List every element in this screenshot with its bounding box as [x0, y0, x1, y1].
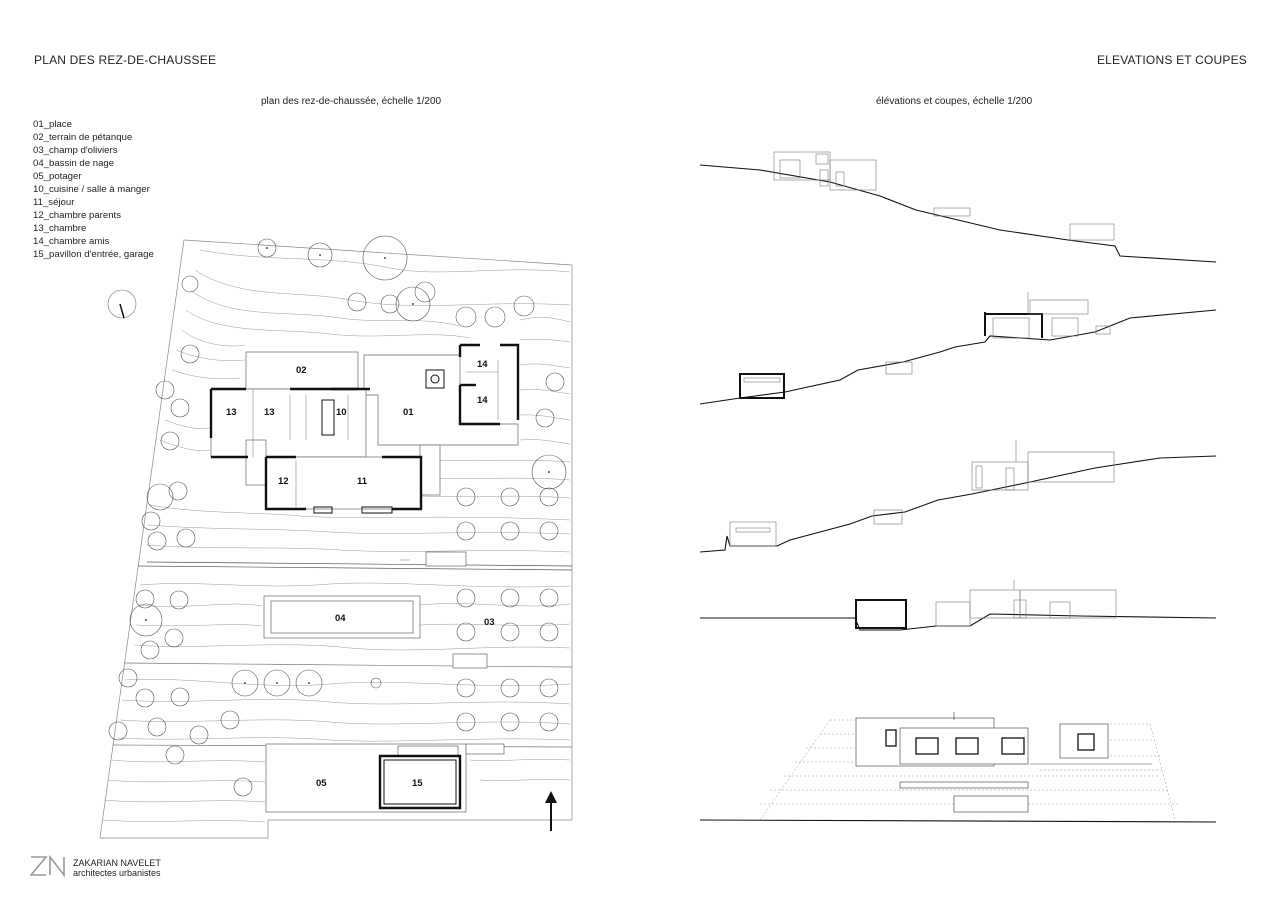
elevation-1 — [699, 151, 1217, 263]
firm-role: architectes urbanistes — [73, 868, 161, 878]
legend-item: 04_bassin de nage — [33, 158, 115, 169]
legend-item: 01_place — [33, 119, 72, 130]
page-title-left: PLAN DES REZ-DE-CHAUSSEE — [34, 53, 217, 67]
legend-item: 02_terrain de pétanque — [33, 132, 133, 143]
legend-item: 03_champ d'oliviers — [33, 145, 118, 156]
legend-item: 05_potager — [33, 171, 82, 182]
elevations-subtitle: élévations et coupes, échelle 1/200 — [876, 96, 1033, 107]
room-label-10: 10 — [336, 407, 347, 418]
room-label-15: 15 — [412, 778, 423, 789]
room-label-04: 04 — [335, 613, 346, 624]
legend-item: 11_séjour — [33, 197, 75, 208]
room-label-01: 01 — [403, 407, 414, 418]
compass-icon — [107, 289, 137, 319]
firm-logo-icon — [30, 855, 65, 877]
terrace-line — [137, 565, 573, 571]
arrow-up-icon — [545, 791, 557, 831]
room-label-13: 13 — [226, 407, 237, 418]
terrace-line — [123, 662, 573, 668]
room-label-13: 13 — [264, 407, 275, 418]
plan-legend: 01_place 02_terrain de pétanque 03_champ… — [33, 118, 154, 261]
room-label-14: 14 — [477, 359, 488, 370]
room-label-11: 11 — [357, 476, 368, 487]
room-label-03: 03 — [484, 617, 495, 628]
thick-walls — [209, 343, 520, 810]
inner-walls — [313, 369, 457, 805]
room-label-05: 05 — [316, 778, 327, 789]
section-2 — [699, 292, 1217, 405]
legend-item: 15_pavillon d'entrée, garage — [33, 249, 154, 260]
room-label-14: 14 — [477, 395, 488, 406]
firm-name: ZAKARIAN NAVELET — [73, 858, 161, 868]
legend-item: 12_chambre parents — [33, 210, 121, 221]
page-title-right: ELEVATIONS ET COUPES — [1096, 53, 1247, 67]
legend-item: 14_chambre amis — [33, 236, 110, 247]
trees — [108, 235, 567, 797]
plan-subtitle: plan des rez-de-chaussée, échelle 1/200 — [261, 96, 442, 107]
legend-item: 10_cuisine / salle à manger — [33, 184, 150, 195]
elevation-5 — [699, 712, 1217, 823]
tree-centers — [145, 247, 550, 684]
house-plan — [210, 351, 519, 813]
site-boundary — [99, 239, 573, 839]
contour-lines — [101, 249, 571, 823]
room-label-12: 12 — [278, 476, 289, 487]
terrace-line — [146, 561, 573, 567]
firm-credit: ZAKARIAN NAVELET architectes urbanistes — [73, 858, 161, 878]
section-3 — [699, 440, 1217, 553]
legend-item: 13_chambre — [33, 223, 87, 234]
section-4 — [700, 580, 1217, 631]
room-label-02: 02 — [296, 365, 307, 376]
